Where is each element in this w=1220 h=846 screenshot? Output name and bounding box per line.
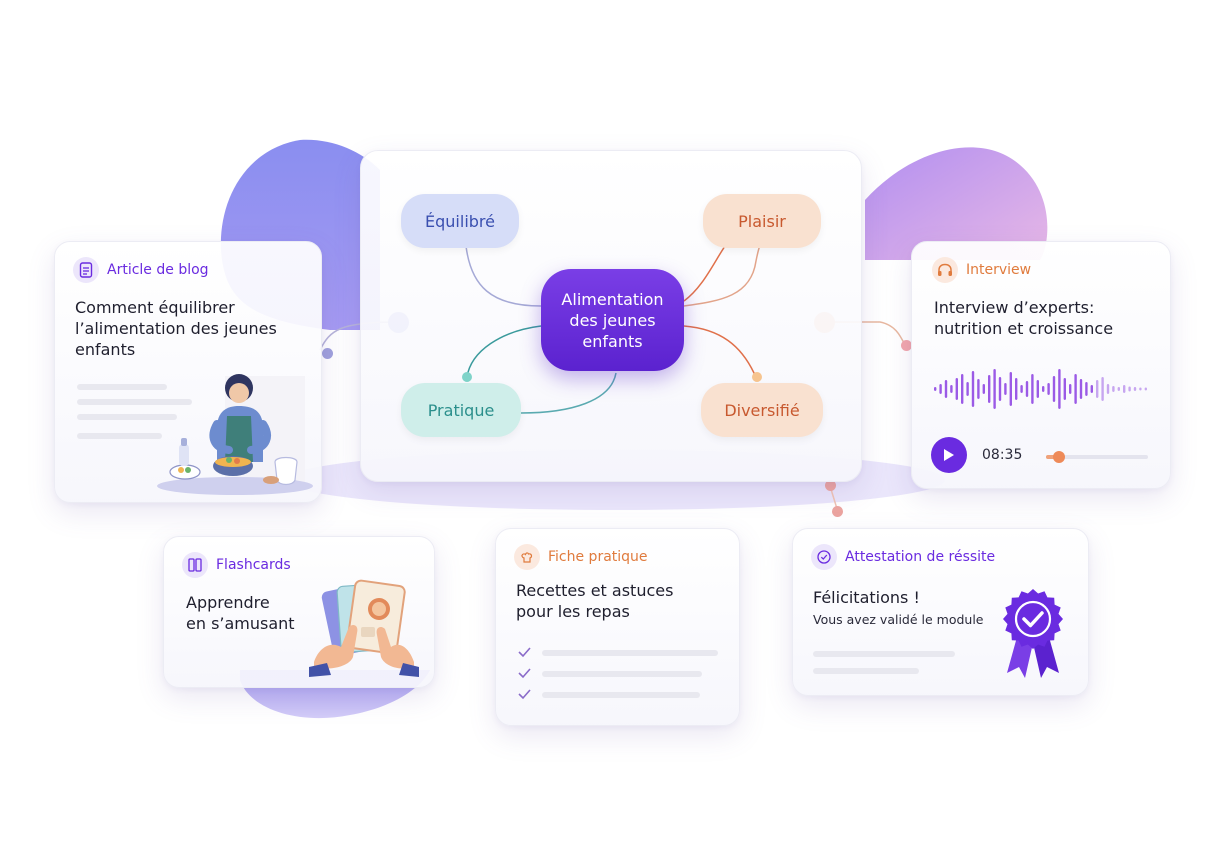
- connector-dot-bottom-1: [825, 480, 836, 491]
- node-center[interactable]: Alimentation des jeunes enfants: [541, 269, 684, 371]
- waveform-bar: [988, 375, 991, 403]
- attestation-skeleton-line: [813, 668, 919, 674]
- audio-progress-handle[interactable]: [1053, 451, 1065, 463]
- waveform-bar: [1042, 386, 1045, 392]
- check-badge-icon: [811, 544, 837, 570]
- waveform-bar: [1096, 380, 1099, 398]
- article-skeleton-line: [77, 414, 177, 420]
- attestation-subtitle: Vous avez validé le module: [813, 612, 984, 627]
- flashcards-card[interactable]: Flashcards Apprendre en s’amusant: [163, 536, 435, 688]
- waveform-bar: [993, 369, 996, 409]
- flashcards-title: Apprendre en s’amusant: [186, 593, 295, 633]
- play-button[interactable]: [931, 437, 967, 473]
- waveform-bar: [982, 384, 985, 394]
- fiche-tag: Fiche pratique: [514, 544, 648, 570]
- node-pratique[interactable]: Pratique: [401, 383, 521, 437]
- cards-icon: [182, 552, 208, 578]
- waveform-bar: [1133, 387, 1137, 391]
- article-skeleton-line: [77, 384, 167, 390]
- fiche-card[interactable]: Fiche pratique Recettes et astuces pour …: [495, 528, 740, 726]
- waveform-bar: [1112, 386, 1115, 392]
- waveform-bar: [955, 378, 958, 400]
- waveform-bar: [1020, 385, 1023, 393]
- attestation-tag: Attestation de réssite: [811, 544, 995, 570]
- article-title: Comment équilibrer l’alimentation des je…: [75, 298, 277, 359]
- article-tag: Article de blog: [73, 257, 209, 283]
- attestation-skeleton-line: [813, 651, 955, 657]
- waveform-bar: [1058, 369, 1061, 409]
- waveform-bar: [939, 384, 942, 394]
- waveform-bar: [1106, 384, 1110, 394]
- attestation-title: Félicitations !: [813, 588, 920, 607]
- attestation-tag-label: Attestation de réssite: [845, 549, 996, 565]
- waveform-bar: [971, 371, 975, 407]
- waveform-bar: [1123, 385, 1126, 393]
- waveform-bar: [1036, 380, 1039, 398]
- waveform-bar: [1090, 385, 1093, 393]
- waveform-bar: [934, 387, 937, 391]
- waveform-bar: [961, 374, 964, 404]
- fiche-title: Recettes et astuces pour les repas: [516, 581, 674, 621]
- chef-icon: [514, 544, 540, 570]
- waveform-bar: [998, 377, 1002, 401]
- node-diversifie-label: Diversifié: [724, 400, 800, 420]
- node-equilibre[interactable]: Équilibré: [401, 194, 519, 248]
- waveform-bar: [1031, 374, 1034, 404]
- interview-tag: Interview: [932, 257, 1031, 283]
- interview-card[interactable]: Interview Interview d’experts: nutrition…: [911, 241, 1171, 489]
- flashcards-tag-label: Flashcards: [216, 557, 291, 573]
- interview-title: Interview d’experts: nutrition et croiss…: [934, 298, 1114, 338]
- waveform-bar: [1063, 378, 1066, 400]
- waveform-bar: [1101, 377, 1104, 401]
- waveform-bar: [1015, 378, 1018, 400]
- article-skeleton-line: [77, 399, 192, 405]
- waveform-bar: [977, 379, 980, 399]
- node-pratique-label: Pratique: [427, 400, 495, 420]
- article-skeleton-line: [77, 433, 162, 439]
- waveform-bar: [1079, 379, 1083, 399]
- interview-tag-label: Interview: [966, 262, 1032, 278]
- waveform-bar: [944, 380, 948, 398]
- document-icon: [73, 257, 99, 283]
- node-plaisir-label: Plaisir: [738, 211, 786, 231]
- audio-time: 08:35: [982, 447, 1023, 463]
- headphones-icon: [932, 257, 958, 283]
- audio-waveform: [934, 369, 1147, 409]
- node-equilibre-label: Équilibré: [425, 211, 495, 231]
- connector-dot-left-small: [322, 348, 333, 359]
- waveform-bar: [1085, 382, 1088, 396]
- article-tag-label: Article de blog: [107, 262, 209, 278]
- node-diversifie[interactable]: Diversifié: [701, 383, 823, 437]
- node-center-label: Alimentation des jeunes enfants: [561, 289, 664, 351]
- play-icon: [944, 449, 954, 461]
- waveform-bar: [1144, 387, 1147, 391]
- article-card[interactable]: Article de blog Comment équilibrer l’ali…: [54, 241, 322, 503]
- waveform-bar: [1047, 383, 1050, 395]
- cooking-illustration: [157, 374, 313, 495]
- waveform-bar: [1052, 376, 1056, 402]
- waveform-bar: [1025, 381, 1029, 397]
- flashcards-illustration: [309, 579, 419, 677]
- award-ribbon-icon: [1003, 589, 1063, 678]
- waveform-bar: [1009, 372, 1012, 406]
- connector-dot-bottom-2: [832, 506, 843, 517]
- audio-progress-track[interactable]: [1046, 455, 1148, 459]
- waveform-bar: [1128, 386, 1131, 392]
- connector-dot-right-small: [901, 340, 912, 351]
- fiche-tag-label: Fiche pratique: [548, 549, 648, 565]
- waveform-bar: [1004, 383, 1007, 395]
- waveform-bar: [966, 382, 969, 396]
- waveform-bar: [1074, 374, 1077, 404]
- mindmap-card: Équilibré Plaisir Pratique Diversifié Al…: [360, 150, 862, 482]
- waveform-bar: [1139, 387, 1142, 391]
- checklist: [518, 647, 718, 700]
- flashcards-tag: Flashcards: [182, 552, 291, 578]
- node-plaisir[interactable]: Plaisir: [703, 194, 821, 248]
- waveform-bar: [1069, 384, 1072, 394]
- attestation-card[interactable]: Attestation de réssite Félicitations ! V…: [792, 528, 1089, 696]
- waveform-bar: [1117, 387, 1120, 391]
- waveform-bar: [950, 385, 953, 393]
